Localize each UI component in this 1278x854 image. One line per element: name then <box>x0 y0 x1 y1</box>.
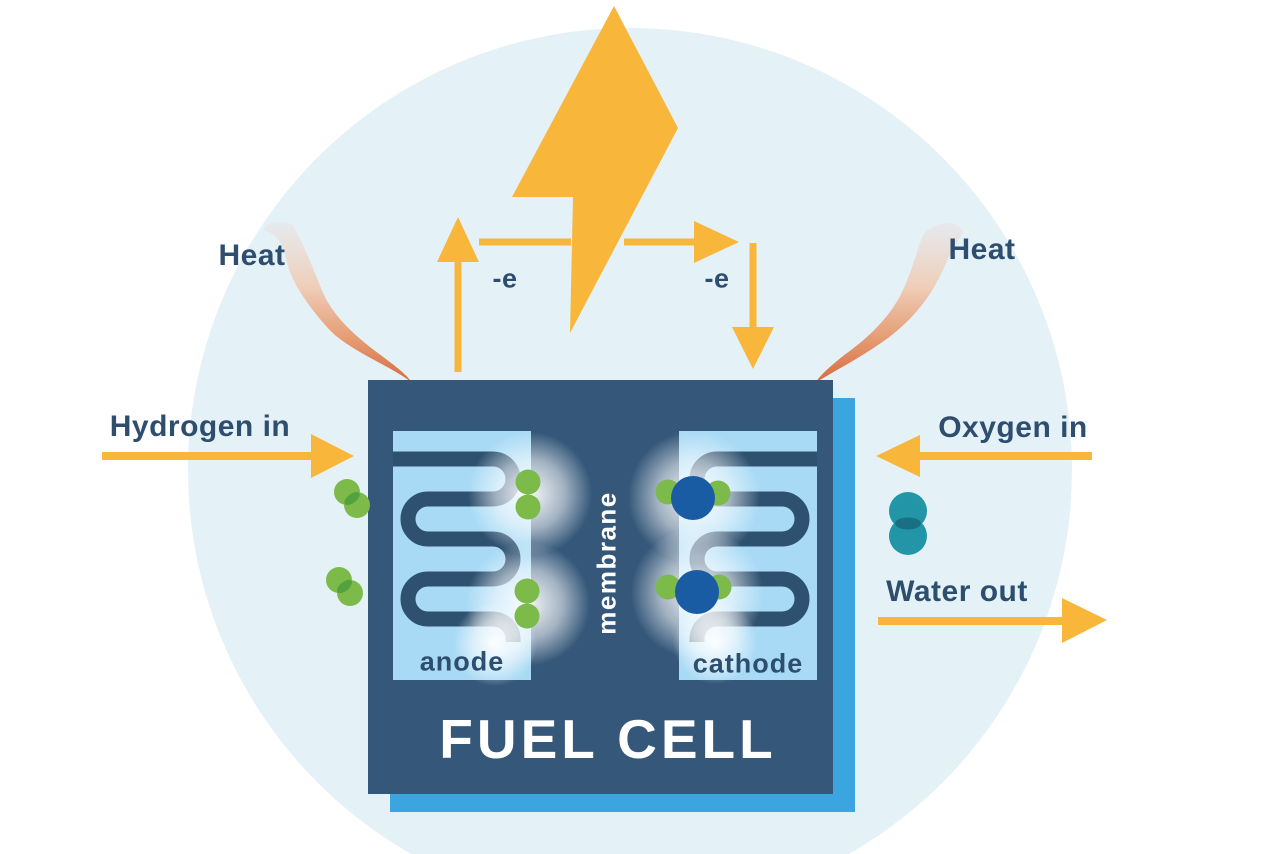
water-arrow-head <box>1062 598 1107 643</box>
water-out-label: Water out <box>886 575 1028 608</box>
anode-label: anode <box>419 646 505 677</box>
lightning-bolt-icon <box>512 6 678 333</box>
cathode-label: cathode <box>692 648 804 679</box>
heat-left-label: Heat <box>218 239 286 272</box>
electron-arrow-right-head <box>694 221 739 263</box>
water-out-arrow <box>878 598 1107 643</box>
heat-right-label: Heat <box>948 233 1016 266</box>
water-molecule-icon <box>655 570 732 614</box>
hydrogen-molecule-icon <box>326 567 363 606</box>
fuel-cell-title: FUEL CELL <box>439 708 777 770</box>
oxygen-arrow-head <box>876 435 920 477</box>
hydrogen-in-label: Hydrogen in <box>109 410 291 443</box>
electron-right-label: -e <box>704 263 730 294</box>
membrane-label: membrane <box>591 491 622 635</box>
hydrogen-arrow-head <box>311 434 354 478</box>
hydrogen-molecule-icon <box>514 578 540 629</box>
oxygen-in-arrow <box>876 435 1092 477</box>
hydrogen-in-arrow <box>102 434 354 478</box>
oxygen-molecule-icon <box>889 492 927 555</box>
electron-arrow-up-head <box>437 217 479 262</box>
heat-wisp-right-icon <box>815 223 963 383</box>
hydrogen-molecule-icon <box>515 469 541 520</box>
oxygen-in-label: Oxygen in <box>938 411 1088 444</box>
electron-arrow-down-head <box>732 327 774 369</box>
heat-wisp-left-icon <box>264 221 412 383</box>
water-molecule-icon <box>655 476 731 520</box>
hydrogen-molecule-icon <box>334 479 370 518</box>
electron-left-label: -e <box>492 263 518 294</box>
electron-circuit <box>437 217 774 372</box>
